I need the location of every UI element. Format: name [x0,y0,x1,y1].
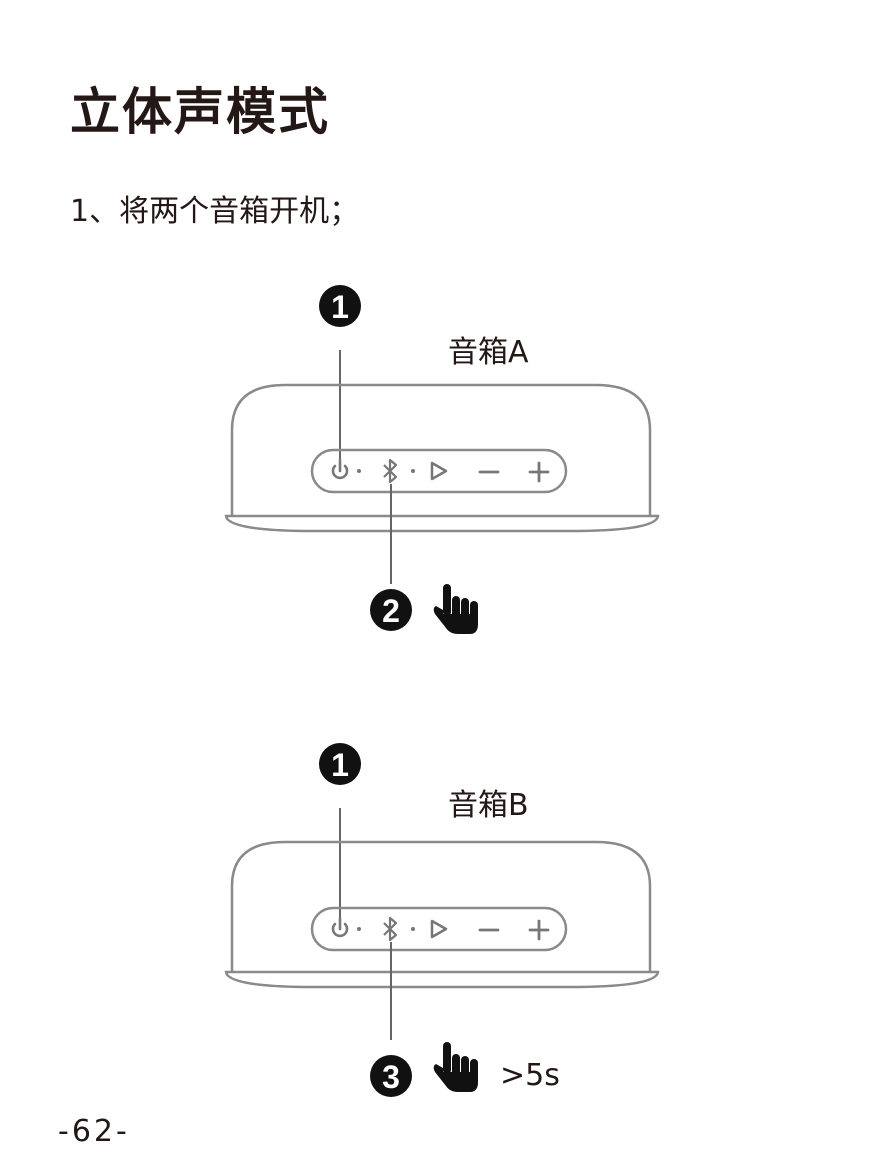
play-icon [432,463,446,479]
speaker-body [226,385,658,531]
callout-3: 3 [370,1055,412,1097]
callout-2-number: 2 [382,593,400,629]
callout-1-number: 1 [331,747,349,783]
callout-3-number: 3 [382,1059,400,1095]
speaker-b-diagram: 1 3 [0,736,884,1106]
callout-1: 1 [319,743,361,785]
hand-press-icon [434,1042,478,1092]
page-number: -62- [58,1112,130,1152]
hand-press-icon [434,584,478,634]
callout-2: 2 [370,589,412,631]
callout-1-number: 1 [331,289,349,325]
play-icon [432,921,446,937]
speaker-body [226,842,658,987]
callout-1: 1 [319,285,361,327]
step-instruction: 1、将两个音箱开机； [70,192,359,232]
speaker-b-label: 音箱B [448,788,529,824]
power-icon [333,918,347,936]
bluetooth-icon [384,918,396,940]
plus-icon [530,921,548,939]
bluetooth-icon [384,460,396,482]
control-panel [312,908,566,950]
press-duration: >5s [500,1058,560,1094]
page-title: 立体声模式 [70,82,330,142]
speaker-a-label: 音箱A [448,335,529,371]
power-icon [333,460,347,478]
plus-icon [530,463,548,481]
control-panel [312,450,566,492]
speaker-a-diagram: 1 [0,280,884,640]
